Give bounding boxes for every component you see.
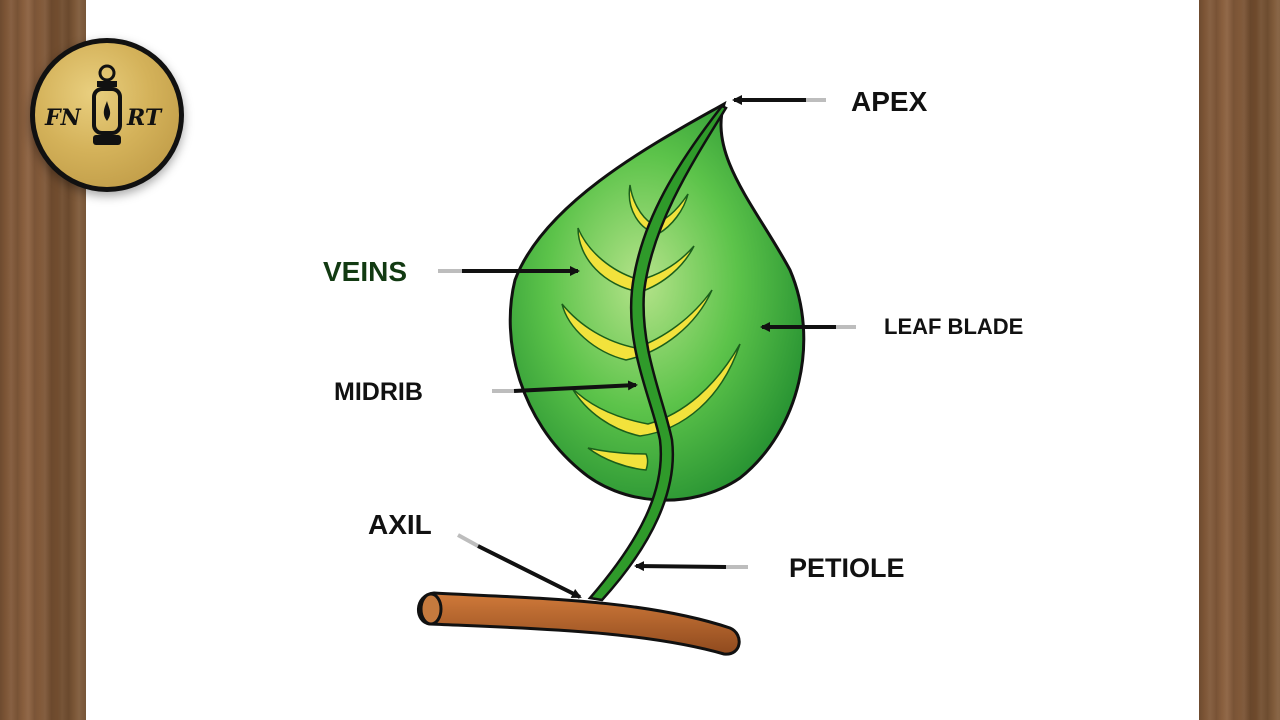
label-petiole: PETIOLE [789, 553, 905, 583]
branch [417, 591, 741, 656]
label-axil: AXIL [368, 509, 432, 540]
petiole-pointer [634, 561, 727, 572]
channel-logo: FN RT [30, 38, 184, 192]
axil-pointer [477, 544, 582, 599]
lantern-icon [92, 64, 122, 145]
label-pointers [438, 95, 856, 599]
axil-pointer-tail [457, 533, 479, 548]
logo-text-left: FN [45, 105, 81, 131]
label-leaf-blade: LEAF BLADE [884, 314, 1024, 339]
leaf-blade [508, 100, 806, 502]
label-veins: VEINS [323, 256, 408, 287]
midrib-pointer [513, 380, 638, 393]
branch-cut-end [419, 592, 443, 626]
logo-text-right: RT [127, 105, 162, 131]
label-midrib: MIDRIB [334, 378, 423, 406]
midrib [587, 104, 728, 602]
label-apex: APEX [851, 86, 928, 117]
leaf-veins [561, 184, 741, 471]
logo-gold-disc: FN RT [35, 43, 179, 187]
wood-background-right [1199, 0, 1280, 720]
